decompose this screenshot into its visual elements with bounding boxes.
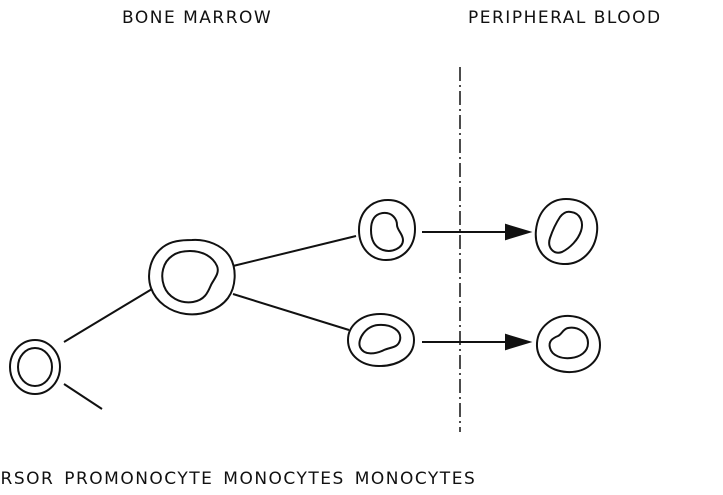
bone-marrow-monocyte-lower <box>348 314 414 366</box>
connector-tail <box>64 384 102 409</box>
connector-promonocyte-to-lower-monocyte <box>233 294 349 330</box>
precursor-cell <box>10 340 60 394</box>
connector-precursor-to-promonocyte <box>64 289 152 342</box>
promonocyte-nucleus <box>162 251 218 302</box>
bone-marrow-monocyte-upper <box>359 200 415 260</box>
peripheral-monocyte-upper <box>536 199 597 264</box>
arrow-lower-head <box>506 335 529 349</box>
peripheral-monocyte-upper-membrane <box>536 199 597 264</box>
promonocyte-cell <box>149 240 235 314</box>
peripheral-monocyte-lower-nucleus <box>550 328 588 359</box>
peripheral-monocyte-upper-nucleus <box>549 212 582 253</box>
precursor-cell-nucleus <box>18 348 52 386</box>
bone-marrow-monocyte-lower-membrane <box>348 314 414 366</box>
arrow-upper-head <box>506 225 529 239</box>
connector-promonocyte-to-upper-monocyte <box>233 236 356 266</box>
peripheral-monocyte-lower <box>537 316 600 372</box>
peripheral-monocyte-lower-membrane <box>537 316 600 372</box>
bone-marrow-monocyte-lower-nucleus <box>359 325 400 353</box>
cell-stage-captions: JRSOR PROMONOCYTE MONOCYTES MONOCYTES <box>0 471 476 488</box>
bone-marrow-monocyte-upper-nucleus <box>371 213 403 251</box>
